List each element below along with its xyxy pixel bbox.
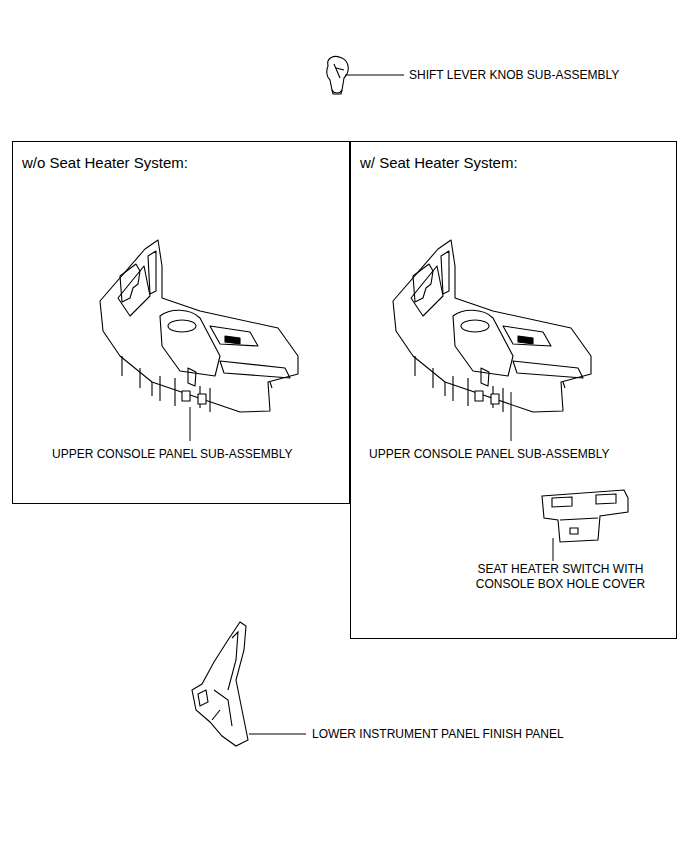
illustration-line: [542, 490, 628, 542]
part-name: LOWER INSTRUMENT PANEL FINISH PANEL: [312, 727, 564, 742]
part-name: UPPER CONSOLE PANEL SUB-ASSEMBLY: [52, 447, 293, 462]
part-name: SEAT HEATER SWITCH WITH CONSOLE BOX HOLE…: [458, 562, 663, 592]
upper-console-drawing: [100, 240, 298, 412]
box-heading: w/ Seat Heater System:: [360, 154, 518, 171]
leader-line: [249, 734, 306, 735]
seat-heater-switch-drawing: [542, 490, 628, 542]
illustration-line: [332, 90, 342, 94]
leader-line: [190, 407, 191, 441]
lower-panel-drawing: [192, 622, 248, 746]
part-name: SHIFT LEVER KNOB SUB-ASSEMBLY: [409, 68, 619, 83]
part-name: UPPER CONSOLE PANEL SUB-ASSEMBLY: [369, 447, 610, 462]
illustration-line: [552, 494, 616, 507]
illustration-line: [198, 690, 208, 706]
leader-line: [345, 75, 404, 76]
box-heading: w/o Seat Heater System:: [22, 154, 188, 171]
illustration-line: [212, 632, 238, 726]
leader-line: [511, 392, 512, 441]
illustration-line: [560, 518, 598, 534]
illustration-line: [192, 622, 248, 746]
upper-console-drawing: [393, 240, 591, 412]
leader-line: [553, 538, 554, 561]
illustration-line: [334, 64, 344, 78]
